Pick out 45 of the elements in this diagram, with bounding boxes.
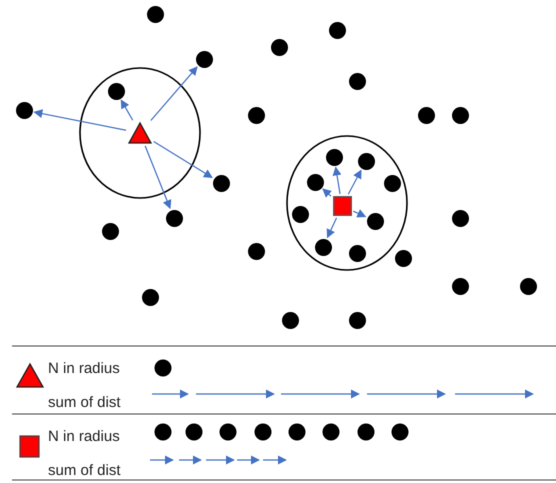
data-point [282,312,298,328]
arrow [33,109,126,131]
data-point [270,38,288,56]
arrow [153,140,213,178]
data-point [196,50,212,68]
data-point [108,82,124,100]
data-point [520,278,536,294]
square-marker [332,196,352,216]
data-point [314,238,332,256]
data-point [212,174,230,192]
data-point [348,72,366,90]
data-point [384,174,400,192]
data-point [366,212,384,230]
data-point [394,250,412,266]
row-label: sum of dist [48,462,121,480]
data-point [306,174,324,190]
data-point [248,106,264,124]
arrow [326,218,338,238]
data-point [348,312,366,328]
arrow [150,66,198,121]
arrow [332,166,342,194]
data-point [248,242,264,260]
data-point [102,222,118,240]
data-point [326,148,342,166]
data-point [166,210,182,226]
data-point [328,22,346,38]
data-point [452,210,468,226]
triangle-marker [128,122,152,144]
data-point [142,288,158,306]
arrow [348,169,362,195]
arrow [353,209,366,218]
row-label: sum of dist [48,394,121,412]
data-point [16,102,32,118]
arrow [322,188,332,198]
data-point [452,278,468,294]
data-point [452,106,468,124]
row-label: N in radius [48,360,120,378]
arrow [120,99,134,121]
data-point [358,152,374,170]
arrow [144,146,172,210]
data-point [348,244,366,262]
row-label: N in radius [48,428,120,446]
data-point [418,106,434,124]
data-point [292,206,308,222]
data-point [146,6,164,22]
